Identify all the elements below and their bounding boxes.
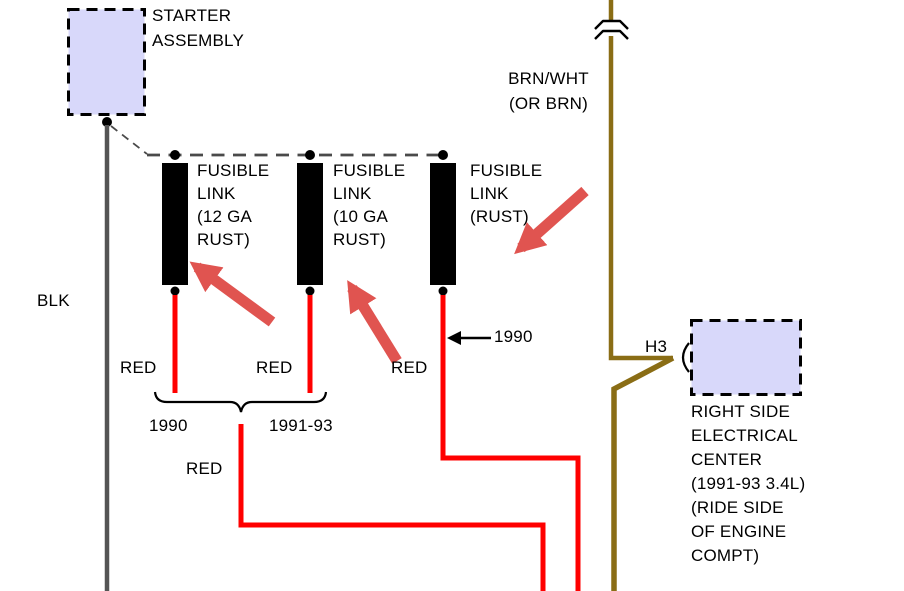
connector-bracket-icon (681, 342, 690, 373)
red-wire-link3 (440, 295, 581, 591)
highlight-arrow-icon (514, 186, 589, 255)
link-terminal-dot (305, 286, 315, 296)
fusible-link-3-body (430, 163, 456, 285)
red-wire-label-2: RED (256, 358, 293, 377)
brn-wire-branch (611, 355, 675, 591)
highlight-arrow-icon (347, 280, 402, 364)
red-wire-label-merged: RED (186, 459, 223, 478)
year-label-1990: 1990 (149, 416, 188, 435)
fusible-link-2-label: FUSIBLE LINK (10 GA RUST) (333, 161, 406, 249)
electrical-center-box (690, 319, 802, 396)
red-wire-merged (238, 424, 546, 591)
bus-junction-dot (170, 150, 180, 160)
bus-junction-dot (438, 150, 448, 160)
highlight-arrow-icon (189, 261, 276, 327)
red-wire-label-3: RED (391, 358, 428, 377)
link-terminal-dot (438, 286, 448, 296)
left-arrow-icon (447, 331, 461, 345)
fusible-link-1-label: FUSIBLE LINK (12 GA RUST) (197, 161, 270, 249)
red-wire-label-1: RED (120, 358, 157, 377)
brn-wire-label: BRN/WHT (OR BRN) (508, 69, 589, 113)
link-terminal-dot (170, 286, 180, 296)
year-brace (153, 391, 328, 413)
fusible-link-2-body (297, 163, 323, 285)
h3-connector-label: H3 (645, 337, 668, 356)
starter-assembly-box (67, 8, 146, 116)
electrical-center-label: RIGHT SIDE ELECTRICAL CENTER (1991-93 3.… (691, 402, 806, 565)
year-label-1991-93: 1991-93 (269, 416, 333, 435)
fusible-link-1-body (162, 163, 188, 285)
starter-bus-diagonal (110, 125, 148, 155)
starter-terminal-dot (102, 117, 112, 127)
starter-assembly-label: STARTER ASSEMBLY (152, 6, 244, 50)
blk-wire-label: BLK (37, 291, 70, 310)
fusible-link-3-label: FUSIBLE LINK (RUST) (470, 161, 543, 226)
brn-wire-main (608, 36, 673, 361)
year-callout-1990: 1990 (494, 327, 533, 346)
wire-break-icon (594, 19, 629, 40)
bus-junction-dot (305, 150, 315, 160)
